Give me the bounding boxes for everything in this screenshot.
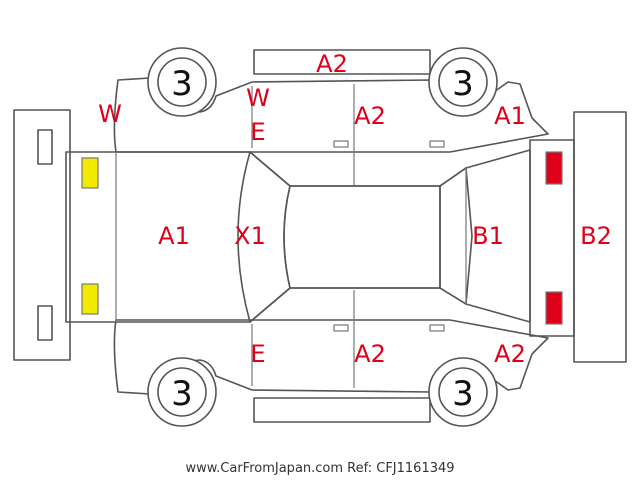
mark-front-left-corner: W — [98, 100, 122, 128]
plan-view-body — [65, 149, 531, 323]
mark-rear-window: B1 — [472, 222, 504, 250]
mark-bonnet: A1 — [158, 222, 190, 250]
roof-rail-bottom — [253, 397, 431, 423]
mark-pillar-top-e: E — [250, 118, 265, 146]
taillight-top — [545, 151, 563, 185]
tyre-rear-right: 3 — [428, 357, 498, 427]
tyre-rear-left: 3 — [428, 47, 498, 117]
front-bumper — [13, 109, 71, 361]
mark-rear-right-door: A2 — [354, 340, 386, 368]
tyre-front-left: 3 — [147, 47, 217, 117]
tyre-rear-left-value: 3 — [452, 64, 474, 104]
tyre-front-right-value: 3 — [171, 374, 193, 414]
mark-rear-right-corner: A2 — [494, 340, 526, 368]
mark-pillar-bottom-e: E — [250, 340, 265, 368]
mark-rear-left-door: A2 — [354, 102, 386, 130]
mark-windshield: X1 — [234, 222, 266, 250]
taillight-bottom — [545, 291, 563, 325]
mark-pillar-top-w: W — [246, 84, 270, 112]
tyre-front-left-value: 3 — [171, 64, 193, 104]
headlight-bottom — [81, 283, 99, 315]
mark-roof-left: A2 — [316, 50, 348, 78]
tyre-rear-right-value: 3 — [452, 374, 474, 414]
footer-reference: www.CarFromJapan.com Ref: CFJ1161349 — [185, 461, 454, 476]
mark-rear-left-corner: A1 — [494, 102, 526, 130]
headlight-top — [81, 157, 99, 189]
rear-bumper — [529, 111, 627, 363]
tyre-front-right: 3 — [147, 357, 217, 427]
mark-rear-bumper: B2 — [580, 222, 612, 250]
